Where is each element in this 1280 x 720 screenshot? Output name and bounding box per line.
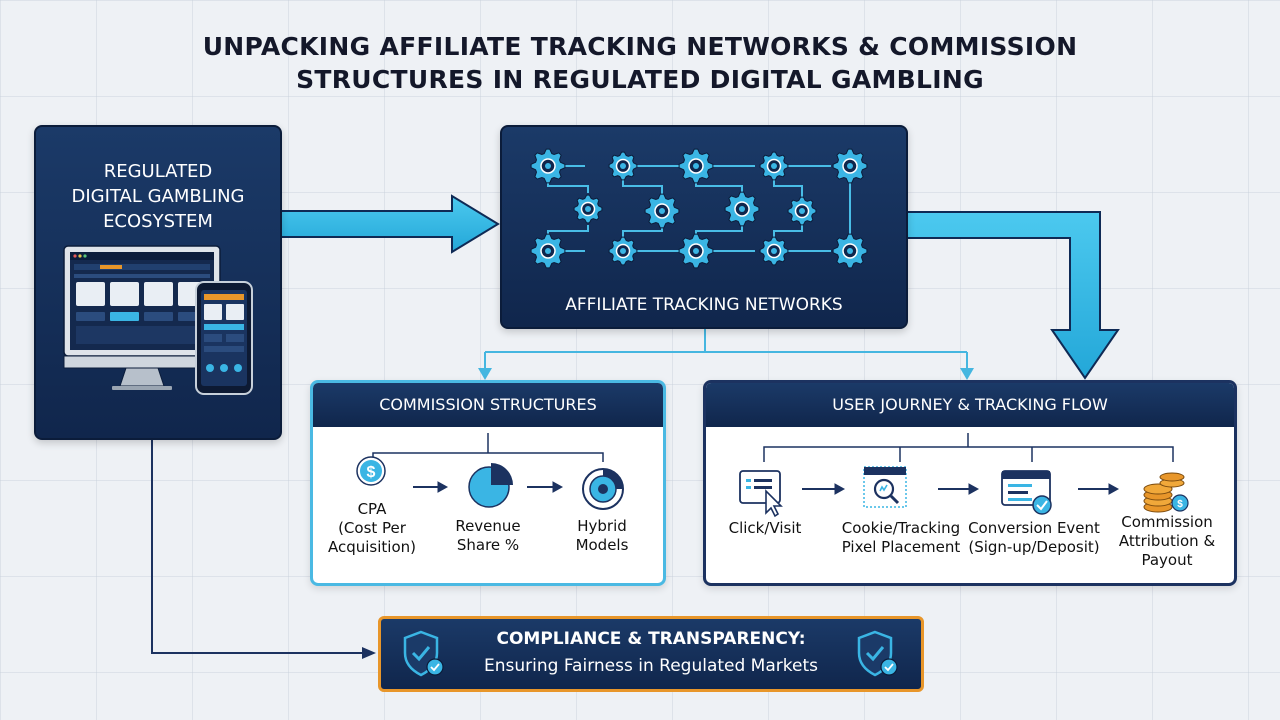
compliance-title: COMPLIANCE & TRANSPARENCY: [496, 629, 806, 649]
cookie-pixel-label: Cookie/Tracking Pixel Placement [841, 519, 961, 556]
shield-check-icon [403, 630, 444, 677]
line-ecosystem-to-compliance [151, 437, 368, 654]
title-line-1: UNPACKING AFFILIATE TRACKING NETWORKS & … [202, 32, 1078, 61]
conversion-event-label: Conversion Event (Sign-up/Deposit) [968, 519, 1100, 556]
title-line-2: STRUCTURES IN REGULATED DIGITAL GAMBLING [296, 65, 984, 94]
dollar-icon: $ [356, 456, 386, 486]
branch-connector [484, 326, 968, 372]
arrow-networks-to-journey [904, 211, 1120, 380]
commission-heading: COMMISSION STRUCTURES [313, 383, 663, 427]
gear-icon [678, 148, 714, 184]
line-arrowhead [362, 647, 376, 659]
affiliate-network-box: AFFILIATE TRACKING NETWORKS [500, 125, 908, 329]
commission-payout-label: Commission Attribution & Payout [1118, 513, 1216, 569]
hybrid-target-icon [582, 468, 624, 510]
gear-icon [787, 196, 817, 226]
click-cursor-icon [739, 470, 783, 518]
gear-icons [530, 148, 868, 269]
user-journey-card: USER JOURNEY & TRACKING FLOW [703, 380, 1237, 586]
shield-check-icon [857, 630, 898, 677]
gear-icon [573, 194, 603, 224]
journey-arrows [802, 483, 1120, 495]
ecosystem-label-line-3: ECOSYSTEM [103, 211, 213, 232]
page-title: UNPACKING AFFILIATE TRACKING NETWORKS & … [80, 30, 1200, 96]
ecosystem-box: REGULATED DIGITAL GAMBLING ECOSYSTEM [34, 125, 282, 440]
hybrid-models-label: Hybrid Models [575, 517, 629, 554]
coin-stack-icon: $ [1143, 472, 1189, 513]
gear-icon [608, 151, 638, 181]
gear-icon [724, 191, 760, 227]
affiliate-network-label: AFFILIATE TRACKING NETWORKS [565, 295, 843, 315]
ecosystem-label-line-2: DIGITAL GAMBLING [71, 186, 245, 207]
ecosystem-label: REGULATED DIGITAL GAMBLING ECOSYSTEM [36, 159, 280, 234]
conversion-check-icon [1001, 470, 1052, 515]
branch-arrowhead-right [960, 368, 974, 380]
commission-flow: $ [356, 433, 624, 510]
desktop-and-phone-illustration [63, 245, 253, 395]
gear-icon [530, 233, 566, 269]
arrow-ecosystem-to-networks [279, 194, 500, 254]
compliance-subtitle: Ensuring Fairness in Regulated Markets [484, 656, 818, 676]
journey-flow: $ [739, 433, 1189, 518]
ecosystem-label-line-1: REGULATED [103, 161, 213, 182]
commission-arrows [413, 481, 564, 493]
branch-arrowhead-left [478, 368, 492, 380]
gear-icon [832, 233, 868, 269]
svg-text:$: $ [1177, 499, 1183, 510]
journey-heading: USER JOURNEY & TRACKING FLOW [706, 383, 1234, 427]
pixel-search-icon [863, 466, 907, 508]
click-visit-label: Click/Visit [728, 519, 802, 537]
revenue-share-label: Revenue Share % [455, 517, 521, 554]
gear-icon [759, 236, 789, 266]
gear-icon [678, 233, 714, 269]
commission-structures-card: COMMISSION STRUCTURES $ CPA (Cost Per [310, 380, 666, 586]
desktop-monitor-icon [63, 245, 221, 390]
gear-icon [759, 151, 789, 181]
compliance-banner: COMPLIANCE & TRANSPARENCY: Ensuring Fair… [378, 616, 924, 692]
gear-icon [832, 148, 868, 184]
smartphone-icon [195, 281, 253, 395]
gear-icon [644, 193, 680, 229]
cpa-label: CPA (Cost Per Acquisition) [327, 500, 416, 556]
gear-icon [608, 236, 638, 266]
pie-chart-icon [468, 463, 513, 508]
gear-icon [530, 148, 566, 184]
svg-text:$: $ [367, 464, 376, 481]
